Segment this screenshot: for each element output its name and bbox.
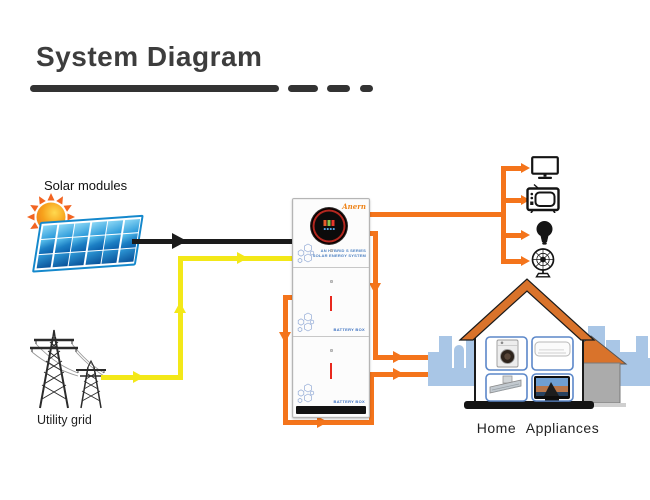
arrowhead-right-icon bbox=[521, 195, 530, 205]
appliance-branch-line bbox=[506, 166, 522, 171]
inverter-unit: Anern AN HYBRID S SERIES SOLAR ENERGY SY… bbox=[292, 198, 370, 418]
arrowhead-right-icon bbox=[393, 368, 404, 380]
arrowhead-right-icon bbox=[521, 230, 530, 240]
home-illustration bbox=[428, 278, 650, 409]
line-solar-to-inverter bbox=[132, 239, 292, 244]
washing-machine-icon bbox=[496, 339, 519, 368]
arrowhead-right-icon bbox=[133, 371, 144, 383]
appliance-branch-line bbox=[506, 198, 522, 203]
hexagon-decoration-icon bbox=[297, 383, 315, 404]
hexagon-decoration-icon bbox=[297, 243, 315, 264]
title-underline-dash bbox=[288, 85, 318, 92]
appliance-branch-line bbox=[506, 259, 522, 264]
display-indicators bbox=[323, 228, 335, 230]
battery-base bbox=[296, 406, 366, 414]
hexagon-decoration-icon bbox=[297, 312, 315, 333]
home-appliances-label: Home Appliances bbox=[476, 420, 600, 436]
title-underline-dash bbox=[327, 85, 350, 92]
arrowhead-right-icon bbox=[521, 256, 530, 266]
line-inverter-to-appliances bbox=[368, 212, 506, 217]
arrowhead-down-icon bbox=[279, 332, 291, 343]
line-inverter-to-home bbox=[366, 231, 378, 236]
appliance-branch-line bbox=[506, 233, 522, 238]
display-digits bbox=[323, 220, 335, 226]
arrowhead-down-icon bbox=[369, 283, 381, 294]
brand-logo: Anern bbox=[342, 202, 366, 211]
table-fan-icon bbox=[531, 248, 555, 278]
line-battery-to-home bbox=[283, 295, 288, 425]
line-inverter-to-home bbox=[373, 231, 378, 360]
inverter-front-panel: Anern AN HYBRID S SERIES SOLAR ENERGY SY… bbox=[293, 199, 369, 268]
solar-modules-label: Solar modules bbox=[44, 178, 128, 193]
title-underline-dash bbox=[360, 85, 373, 92]
handle-slot bbox=[329, 296, 333, 311]
inverter-model-text: AN HYBRID S SERIES SOLAR ENERGY SYSTEM bbox=[312, 248, 366, 258]
inverter-display bbox=[311, 208, 347, 244]
monitor-icon bbox=[531, 156, 559, 179]
appliance-branch-line bbox=[501, 166, 506, 264]
battery-box-2: BATTERY BOX bbox=[293, 337, 369, 416]
model-line-1: AN HYBRID S SERIES bbox=[320, 248, 366, 253]
line-battery-to-home bbox=[283, 420, 374, 425]
model-line-2: SOLAR ENERGY SYSTEM bbox=[312, 252, 366, 258]
screw-icon bbox=[329, 280, 333, 283]
air-conditioner-icon bbox=[534, 341, 571, 357]
line-battery-to-home bbox=[283, 295, 294, 300]
arrowhead-right-icon bbox=[393, 351, 404, 363]
arrowhead-right-icon bbox=[521, 163, 530, 173]
handle-slot bbox=[329, 363, 333, 379]
main-house bbox=[458, 278, 596, 409]
line-grid-to-inverter bbox=[178, 256, 292, 261]
battery-box-1: BATTERY BOX bbox=[293, 268, 369, 337]
screw-icon bbox=[329, 349, 333, 352]
line-battery-to-home bbox=[369, 377, 374, 425]
solar-panel-icon bbox=[31, 214, 144, 273]
battery-box-label: BATTERY BOX bbox=[333, 399, 365, 404]
arrowhead-right-icon bbox=[317, 416, 328, 428]
arrowhead-up-icon bbox=[174, 302, 186, 313]
range-hood-icon bbox=[489, 375, 522, 394]
utility-grid-label: Utility grid bbox=[37, 413, 92, 427]
arrowhead-right-icon bbox=[172, 233, 187, 249]
line-grid-to-inverter bbox=[178, 258, 183, 380]
television-icon bbox=[534, 376, 570, 401]
retro-tv-icon bbox=[526, 183, 560, 213]
arrowhead-right-icon bbox=[237, 252, 248, 264]
light-bulb-icon bbox=[536, 221, 553, 245]
utility-tower-icon bbox=[30, 329, 106, 409]
screw-icon bbox=[329, 249, 333, 252]
title-underline bbox=[30, 85, 279, 92]
page-title: System Diagram bbox=[36, 41, 263, 72]
battery-box-label: BATTERY BOX bbox=[333, 327, 365, 332]
